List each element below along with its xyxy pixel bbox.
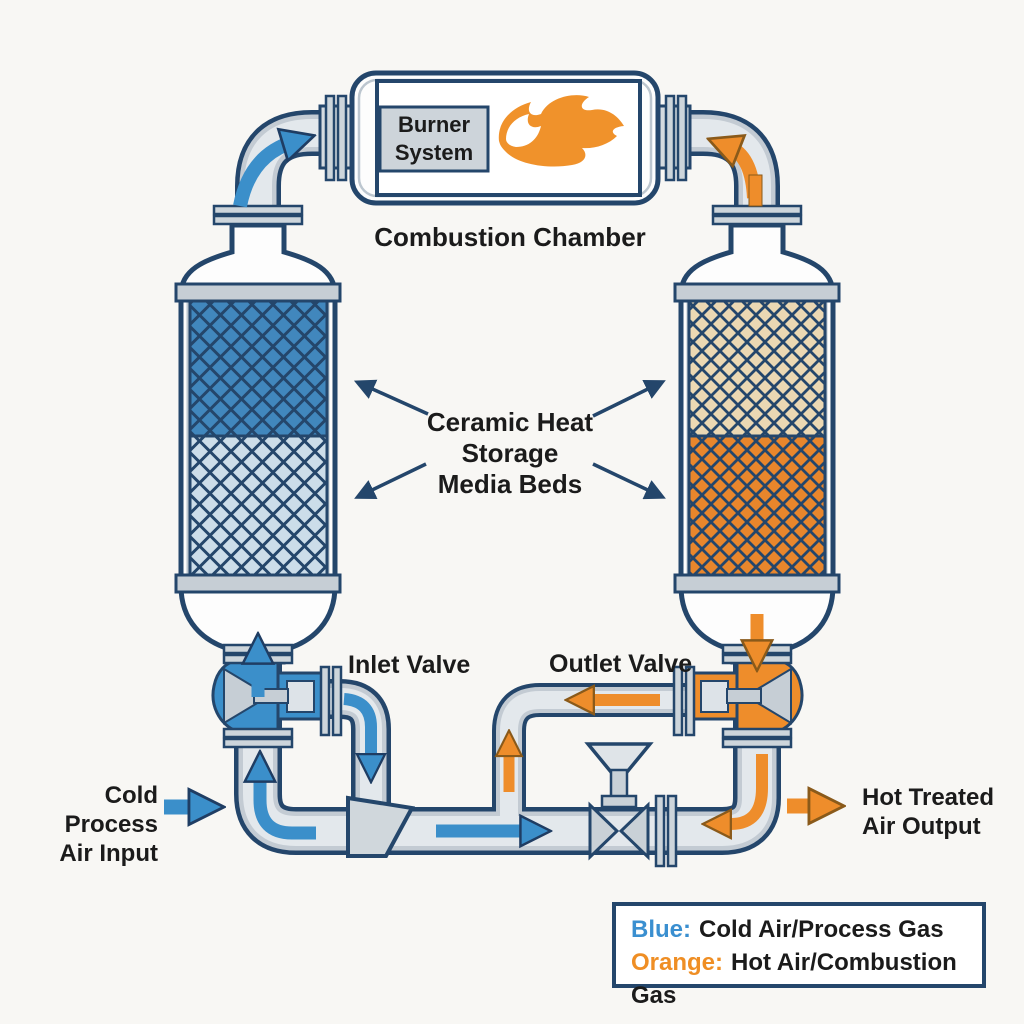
- elbow-up-left-arrow: [233, 142, 293, 208]
- combustion-chamber: [318, 70, 692, 206]
- pointer-upper-left: [353, 379, 429, 416]
- vessel-top-flow-stub: [748, 174, 763, 207]
- media-beds-label: Ceramic Heat Storage Media Beds: [400, 407, 620, 500]
- left-media-top: [188, 299, 329, 438]
- burner-system-label: Burner System: [380, 111, 488, 167]
- orange-flow-arrows: [509, 147, 820, 824]
- pointer-lower-left: [354, 462, 427, 500]
- riser-up-arrow: [260, 772, 316, 840]
- right-elbow-curve-arrow: [722, 754, 768, 824]
- outlet-valve-label: Outlet Valve: [549, 650, 693, 678]
- legend-blue-row: Blue: Cold Air/Process Gas: [631, 913, 982, 946]
- hot-treated-air-output-label: Hot Treated Air Output: [862, 783, 1024, 841]
- gate-valve-handwheel: [584, 742, 654, 774]
- media-line1: Ceramic Heat: [426, 407, 594, 437]
- media-line2: Storage: [461, 438, 559, 468]
- inlet-valve-label: Inlet Valve: [348, 651, 471, 679]
- burner-system-box: [378, 105, 490, 173]
- outlet-valve: [672, 643, 804, 749]
- right-heat-exchange-vessel: [673, 204, 841, 665]
- pointer-lower-right: [592, 462, 666, 500]
- left-media-bottom: [188, 434, 329, 577]
- pipe-junction-wedge: [346, 795, 416, 858]
- branch-down-arrow: [343, 693, 371, 763]
- chamber-flanges: [324, 94, 688, 182]
- flame-icon: [498, 95, 624, 167]
- burner-line2: System: [394, 140, 474, 165]
- gate-valve: [584, 742, 678, 868]
- blue-flow-arrows: [164, 142, 530, 833]
- right-media-bottom: [687, 434, 827, 577]
- media-line3: Media Beds: [437, 469, 583, 499]
- cold-line1: Cold Process: [64, 782, 158, 838]
- burner-line1: Burner: [397, 112, 471, 137]
- cold-process-air-input-label: Cold Process Air Input: [6, 781, 158, 868]
- label-pointer-arrows: [353, 379, 666, 500]
- right-media-top: [687, 299, 827, 438]
- legend-orange-row: Orange:Hot Air/Combustion Gas: [631, 946, 982, 1012]
- hot-line1: Hot Treated: [862, 784, 995, 811]
- legend-blue-term: Blue:: [631, 916, 691, 943]
- left-vessel-top-flange: [212, 204, 304, 226]
- legend-orange-term: Orange:: [631, 949, 724, 976]
- legend-orange-desc: Hot Air/Combustion Gas: [631, 949, 957, 1009]
- legend-blue-desc: Cold Air/Process Gas: [699, 916, 944, 943]
- inlet-valve: [211, 643, 343, 749]
- left-heat-exchange-vessel: [174, 204, 342, 665]
- cold-line2: Air Input: [59, 840, 158, 867]
- hot-line2: Air Output: [862, 813, 981, 840]
- legend-box: Blue: Cold Air/Process Gas Orange:Hot Air…: [612, 902, 986, 1009]
- combustion-chamber-label: Combustion Chamber: [374, 222, 646, 252]
- right-vessel-top-flange: [711, 204, 803, 226]
- pointer-upper-right: [592, 380, 666, 418]
